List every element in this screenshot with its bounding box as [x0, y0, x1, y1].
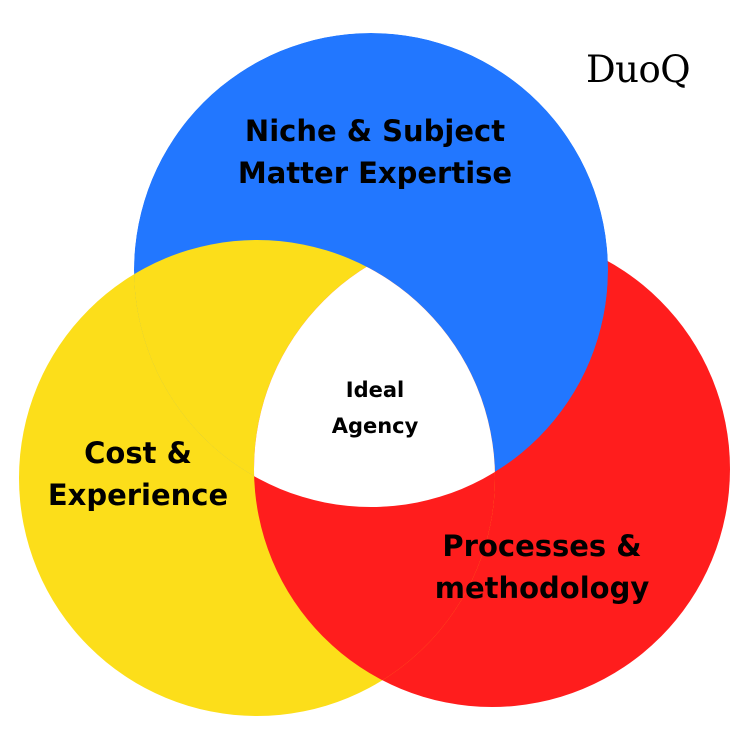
- label-line: Experience: [47, 478, 229, 513]
- duoq-logo: DuoQ: [586, 48, 691, 91]
- cost-experience-label: Cost & Experience: [20, 432, 256, 516]
- label-line: Matter Expertise: [237, 156, 513, 191]
- processes-methodology-label: Processes & methodology: [400, 525, 684, 609]
- ideal-agency-label: Ideal Agency: [300, 373, 450, 444]
- ideal-agency-region: [254, 240, 495, 507]
- label-line: Processes &: [442, 529, 642, 563]
- label-line: Niche & Subject: [244, 114, 506, 148]
- label-line: Agency: [331, 413, 419, 438]
- label-line: Ideal: [345, 378, 405, 402]
- label-line: methodology: [434, 571, 650, 606]
- niche-subject-label: Niche & Subject Matter Expertise: [215, 110, 535, 194]
- label-line: Cost &: [84, 436, 192, 470]
